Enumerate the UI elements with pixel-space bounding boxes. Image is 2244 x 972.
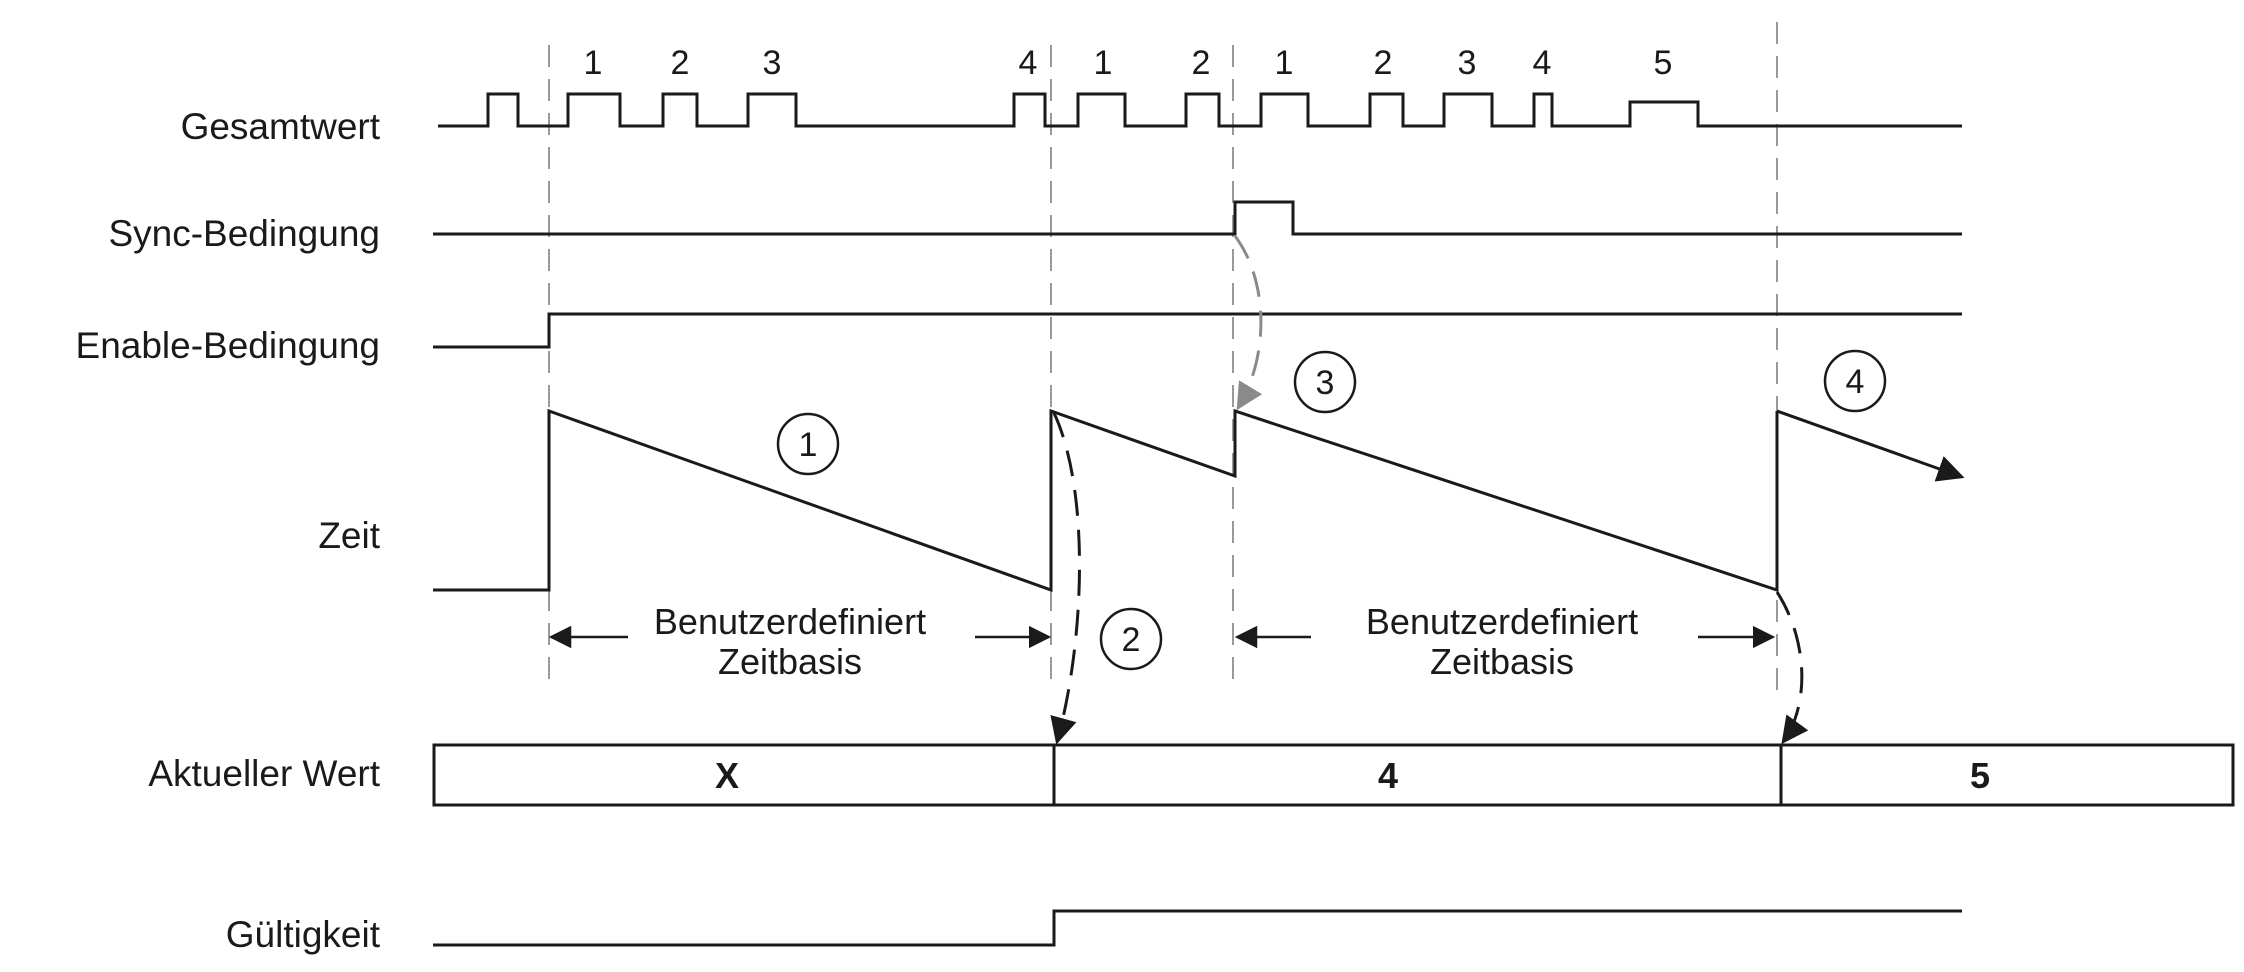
marker-circle — [1099, 607, 1163, 671]
marker-circle — [1293, 350, 1357, 414]
marker-2: 2 — [1099, 607, 1163, 671]
value-cell: 5 — [1970, 755, 1990, 796]
pulse-number: 5 — [1654, 44, 1673, 82]
span-label-line1: Benutzerdefiniert — [1366, 601, 1638, 642]
label-aktueller-wert: Aktueller Wert — [148, 753, 380, 794]
pulse-numbers: 1 2 3 4 1 2 1 2 3 4 5 — [584, 44, 1673, 82]
label-gesamtwert: Gesamtwert — [181, 106, 381, 147]
aktueller-wert-bar: X 4 5 — [432, 743, 2235, 807]
timebase-span-1: Benutzerdefiniert Zeitbasis — [548, 601, 1052, 682]
marker-number: 2 — [1122, 621, 1141, 659]
pulse-number: 4 — [1533, 44, 1552, 82]
marker-circle — [776, 412, 840, 476]
pulse-number: 3 — [763, 44, 782, 82]
pulse-number: 1 — [1094, 44, 1113, 82]
label-zeit: Zeit — [318, 515, 380, 556]
span-label-line2: Zeitbasis — [1430, 641, 1574, 682]
pulse-number: 3 — [1458, 44, 1477, 82]
sync-waveform — [433, 200, 1962, 236]
value-box — [432, 743, 2235, 807]
pulse-number: 1 — [584, 44, 603, 82]
label-sync: Sync-Bedingung — [108, 213, 380, 254]
label-gueltigkeit: Gültigkeit — [226, 914, 381, 955]
gesamtwert-waveform — [438, 92, 1962, 128]
store-arrow-1 — [1050, 412, 1081, 745]
value-cell: X — [715, 755, 739, 796]
pulse-number: 4 — [1019, 44, 1038, 82]
marker-4: 4 — [1823, 349, 1887, 413]
timebase-span-2: Benutzerdefiniert Zeitbasis — [1234, 601, 1776, 682]
store-arrow-2 — [1775, 591, 1809, 745]
zeit-waveform — [433, 408, 1779, 593]
pulse-number: 1 — [1275, 44, 1294, 82]
gueltigkeit-waveform — [433, 909, 1962, 947]
marker-number: 1 — [799, 426, 818, 464]
marker-1: 1 — [776, 412, 840, 476]
sync-trigger-arrow — [1233, 235, 1263, 411]
pulse-number: 2 — [1192, 44, 1211, 82]
marker-circle — [1823, 349, 1887, 413]
guide-lines — [548, 22, 1778, 690]
enable-waveform — [433, 312, 1962, 349]
value-cell: 4 — [1378, 755, 1398, 796]
pulse-number: 2 — [671, 44, 690, 82]
zeit-continuation-arrow — [1776, 409, 1965, 482]
label-enable: Enable-Bedingung — [76, 325, 380, 366]
marker-number: 4 — [1846, 363, 1865, 401]
span-label-line2: Zeitbasis — [718, 641, 862, 682]
span-label-line1: Benutzerdefiniert — [654, 601, 926, 642]
marker-3: 3 — [1293, 350, 1357, 414]
marker-number: 3 — [1316, 364, 1335, 402]
pulse-number: 2 — [1374, 44, 1393, 82]
